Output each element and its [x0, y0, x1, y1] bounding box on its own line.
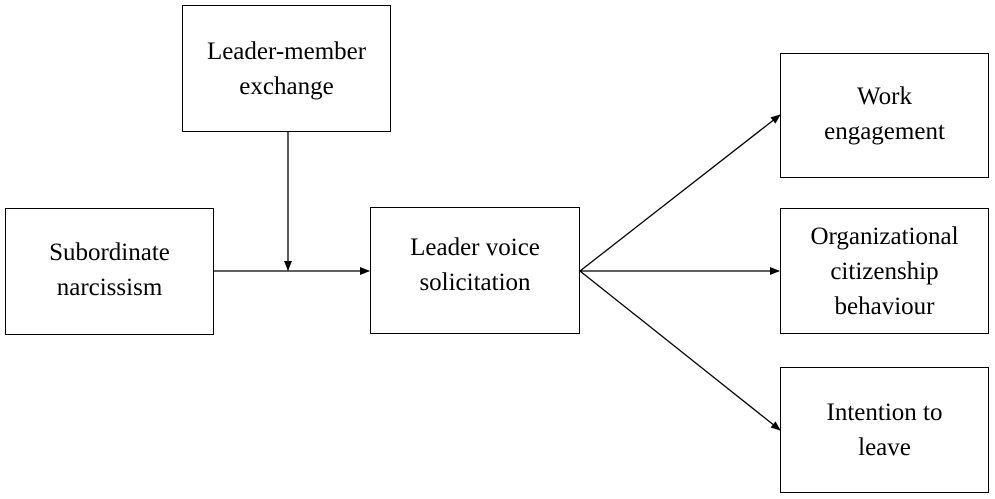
node-leader-voice-solicitation: Leader voice solicitation — [370, 207, 580, 334]
arrow-voice-to-intention-to-leave — [579, 270, 781, 431]
node-label: Work engagement — [824, 82, 945, 145]
arrow-voice-to-work-engagement — [579, 114, 781, 272]
node-label: Leader voice solicitation — [410, 233, 540, 296]
node-work-engagement: Work engagement — [780, 53, 989, 178]
node-leader-member-exchange: Leader-member exchange — [182, 5, 391, 132]
node-label: Leader-member exchange — [206, 37, 367, 100]
node-subordinate-narcissism: Subordinate narcissism — [5, 208, 214, 335]
node-organizational-citizenship-behaviour: Organizational citizenship behaviour — [780, 208, 989, 334]
node-label: Subordinate narcissism — [49, 238, 170, 301]
node-label: Intention to leave — [826, 399, 943, 461]
node-label: Organizational citizenship behaviour — [810, 222, 959, 320]
node-intention-to-leave: Intention to leave — [780, 367, 989, 493]
